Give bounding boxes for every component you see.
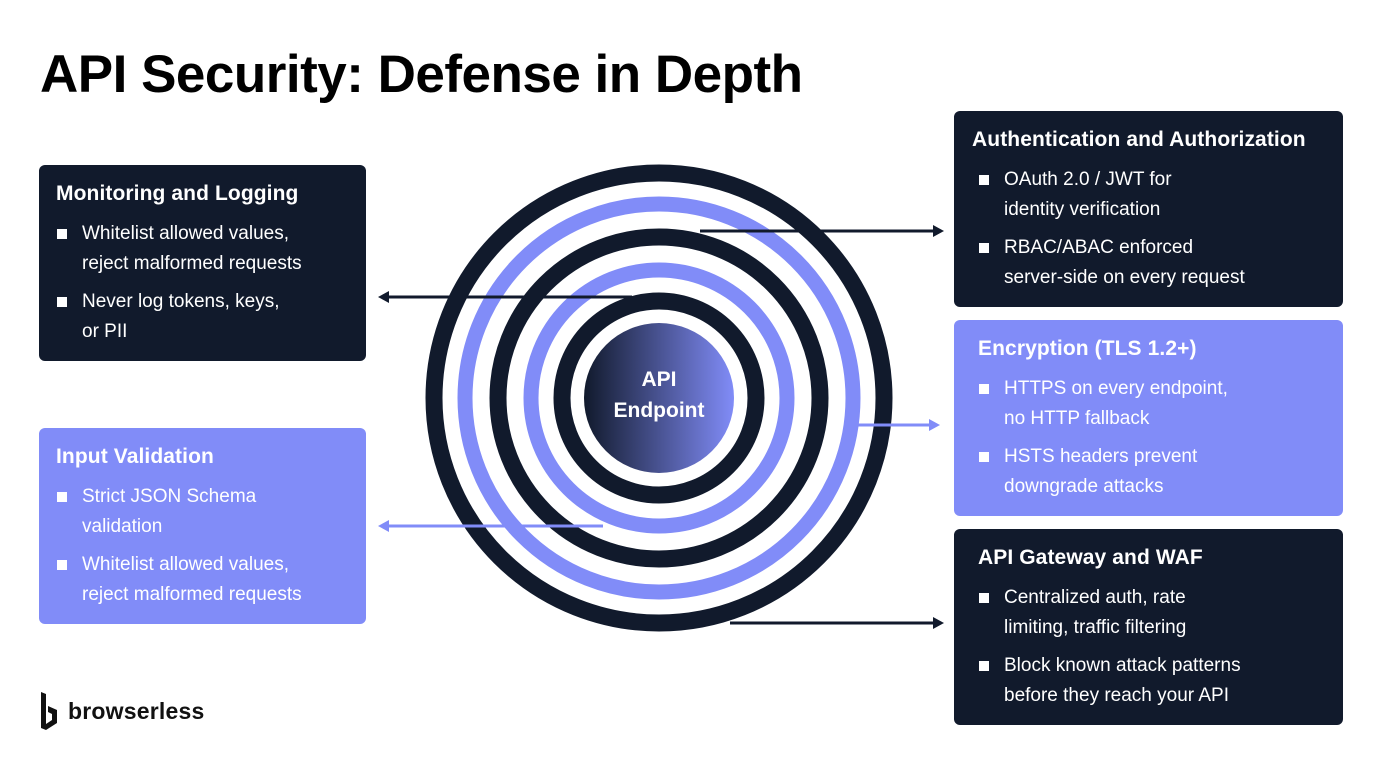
bullet-text: HTTPS on every endpoint,: [1004, 378, 1228, 399]
bullet-text: validation: [82, 515, 163, 537]
bullet-item: Whitelist allowed values, reject malform…: [56, 550, 350, 609]
page-title: API Security: Defense in Depth: [40, 45, 803, 104]
bullet-text: Whitelist allowed values,: [82, 223, 289, 244]
square-bullet-icon: [979, 175, 989, 185]
square-bullet-icon: [979, 593, 989, 603]
bullet-item: Block known attack patterns before they …: [978, 651, 1327, 710]
square-bullet-icon: [979, 384, 989, 394]
bullet-text: server-side on every request: [1004, 266, 1245, 288]
card-api-gateway-waf: API Gateway and WAF Centralized auth, ra…: [954, 529, 1343, 725]
card-monitoring-logging: Monitoring and Logging Whitelist allowed…: [39, 165, 366, 361]
card-title: Input Validation: [56, 445, 214, 468]
bullet-item: HTTPS on every endpoint, no HTTP fallbac…: [978, 374, 1327, 433]
logo-text: browserless: [68, 697, 205, 724]
square-bullet-icon: [57, 229, 67, 239]
bullet-text: HSTS headers prevent: [1004, 446, 1198, 467]
api-endpoint-core: [584, 323, 734, 473]
bullet-item: HSTS headers prevent downgrade attacks: [978, 442, 1327, 501]
bullet-list: Strict JSON Schema validation Whitelist …: [56, 482, 350, 609]
bullet-text: Whitelist allowed values,: [82, 554, 289, 575]
card-title: Monitoring and Logging: [56, 182, 299, 205]
bullet-text: Centralized auth, rate: [1004, 587, 1186, 608]
card-title: Authentication and Authorization: [972, 128, 1306, 151]
arrow-to-gateway: [730, 617, 944, 629]
square-bullet-icon: [979, 661, 989, 671]
defense-ring-1: [425, 164, 893, 632]
api-endpoint-line1: API: [641, 368, 677, 391]
bullet-list: Whitelist allowed values, reject malform…: [56, 219, 350, 346]
card-title: API Gateway and WAF: [978, 546, 1203, 569]
bullet-item: Whitelist allowed values, reject malform…: [56, 219, 350, 278]
card-input-validation: Input Validation Strict JSON Schema vali…: [39, 428, 366, 624]
arrow-to-encryption: [858, 419, 940, 431]
defense-ring-4: [523, 262, 795, 534]
square-bullet-icon: [979, 243, 989, 253]
card-authentication-authorization: Authentication and Authorization OAuth 2…: [954, 111, 1343, 307]
bullet-text: reject malformed requests: [82, 583, 302, 605]
arrow-to-monitoring: [378, 291, 632, 303]
browserless-logo: browserless: [38, 690, 204, 732]
square-bullet-icon: [57, 297, 67, 307]
bullet-item: Strict JSON Schema validation: [56, 482, 350, 541]
bullet-item: Centralized auth, rate limiting, traffic…: [978, 583, 1327, 642]
square-bullet-icon: [57, 560, 67, 570]
bullet-text: reject malformed requests: [82, 252, 302, 274]
bullet-text: Block known attack patterns: [1004, 655, 1241, 676]
browserless-b-icon: [41, 692, 57, 730]
bullet-text: or PII: [82, 320, 128, 342]
bullet-text: Never log tokens, keys,: [82, 291, 280, 312]
bullet-list: Centralized auth, rate limiting, traffic…: [978, 583, 1327, 710]
defense-ring-3: [489, 228, 829, 568]
bullet-item: RBAC/ABAC enforced server-side on every …: [978, 233, 1327, 292]
square-bullet-icon: [57, 492, 67, 502]
bullet-text: no HTTP fallback: [1004, 407, 1150, 429]
bullet-list: HTTPS on every endpoint, no HTTP fallbac…: [978, 374, 1327, 501]
card-encryption: Encryption (TLS 1.2+) HTTPS on every end…: [954, 320, 1343, 516]
bullet-list: OAuth 2.0 / JWT for identity verificatio…: [972, 165, 1327, 292]
api-endpoint-label: API Endpoint: [584, 364, 734, 426]
defense-ring-5: [553, 292, 765, 504]
card-title: Encryption (TLS 1.2+): [978, 337, 1197, 360]
bullet-item: OAuth 2.0 / JWT for identity verificatio…: [978, 165, 1327, 224]
bullet-text: RBAC/ABAC enforced: [1004, 237, 1194, 258]
arrow-to-input-validation: [378, 520, 603, 532]
bullet-text: Strict JSON Schema: [82, 486, 257, 507]
defense-ring-2: [457, 196, 861, 600]
bullet-text: downgrade attacks: [1004, 475, 1164, 497]
bullet-text: before they reach your API: [1004, 684, 1229, 706]
bullet-item: Never log tokens, keys, or PII: [56, 287, 350, 346]
api-endpoint-line2: Endpoint: [613, 399, 705, 422]
bullet-text: OAuth 2.0 / JWT for: [1004, 169, 1172, 190]
bullet-text: limiting, traffic filtering: [1004, 616, 1187, 638]
arrow-to-authentication: [700, 225, 944, 237]
bullet-text: identity verification: [1004, 198, 1161, 220]
square-bullet-icon: [979, 452, 989, 462]
